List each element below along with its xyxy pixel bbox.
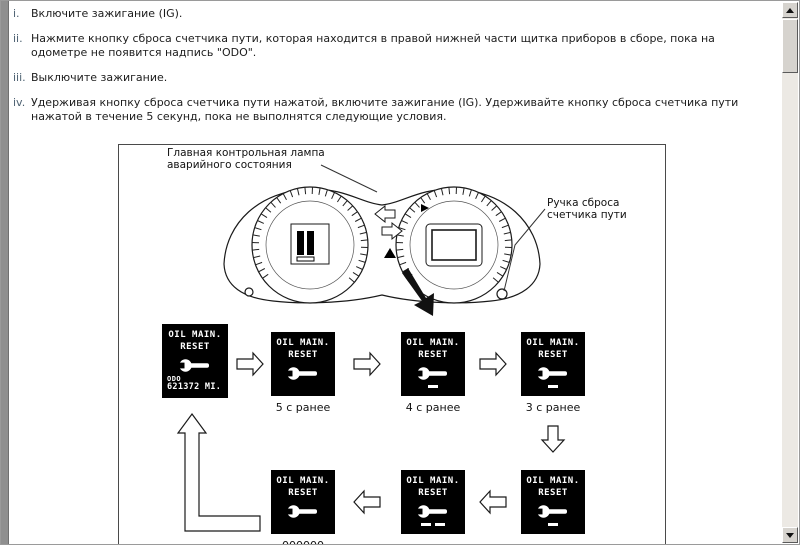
instruction-list: i. Включите зажигание (IG). ii. Нажмите … <box>13 7 765 135</box>
lcd-text: OIL MAIN. <box>168 330 222 340</box>
odo-value: 621372 MI. <box>167 382 222 392</box>
lcd-text: RESET <box>288 350 318 360</box>
right-gauge-display <box>425 223 483 267</box>
wrench-icon <box>286 367 317 380</box>
lcd-progress-marks <box>401 385 465 388</box>
lcd-text: OIL MAIN. <box>406 476 460 486</box>
flow-arrows <box>176 351 566 532</box>
left-gauge-ticks <box>252 187 368 283</box>
console-indicators <box>374 204 429 258</box>
instruction-step-4: iv. Удерживая кнопку сброса счетчика пут… <box>13 96 765 124</box>
step-marker: i. <box>13 7 20 20</box>
lcd-caption: 000000 <box>271 539 335 544</box>
wrench-icon <box>286 505 317 518</box>
step-text: Удерживая кнопку сброса счетчика пути на… <box>31 96 739 123</box>
lcd-step-4s: OIL MAIN. RESET 4 с ранее <box>401 332 465 414</box>
right-gauge-inner-ring <box>409 200 499 290</box>
left-gauge-display <box>290 223 330 265</box>
wrench-icon <box>416 367 447 380</box>
step-text: Включите зажигание (IG). <box>31 7 183 20</box>
lcd-step-1s: OIL MAIN. RESET <box>401 470 465 534</box>
lcd-step-2s: OIL MAIN. RESET <box>521 470 585 534</box>
lcd-step-3s: OIL MAIN. RESET 3 с ранее <box>521 332 585 414</box>
lcd-progress-marks <box>521 385 585 388</box>
lcd-caption: 3 с ранее <box>525 401 581 414</box>
instrument-cluster <box>223 186 541 316</box>
lcd-screen: OIL MAIN. RESET <box>271 332 335 396</box>
lcd-text: RESET <box>180 342 210 352</box>
arrow-right-1 <box>236 351 264 377</box>
callout-reset-knob: Ручка сброса счетчика пути <box>547 197 627 221</box>
lcd-text: OIL MAIN. <box>276 476 330 486</box>
arrow-down <box>540 425 566 453</box>
step-marker: ii. <box>13 32 23 45</box>
warning-triangle-icon <box>384 248 396 258</box>
wrench-icon <box>536 367 567 380</box>
lcd-text: RESET <box>538 350 568 360</box>
lcd-screen: OIL MAIN. RESET <box>521 470 585 534</box>
step-text: Нажмите кнопку сброса счетчика пути, кот… <box>31 32 715 59</box>
lcd-step-initial: OIL MAIN. RESET ODO 621372 MI. <box>162 324 228 398</box>
cluster-diagram <box>176 164 566 532</box>
lcd-progress-marks <box>401 523 465 526</box>
lcd-screen: OIL MAIN. RESET <box>521 332 585 396</box>
wrench-icon <box>416 505 447 518</box>
lcd-screen: OIL MAIN. RESET <box>271 470 335 534</box>
callout-lines <box>320 164 546 292</box>
lcd-odometer: ODO 621372 MI. <box>162 376 228 392</box>
lcd-text: OIL MAIN. <box>406 338 460 348</box>
window-left-frame <box>1 1 9 544</box>
left-gauge-inner-ring <box>265 200 355 290</box>
lcd-screen: OIL MAIN. RESET <box>401 332 465 396</box>
step-marker: iv. <box>13 96 26 109</box>
lcd-caption: 4 с ранее <box>405 401 461 414</box>
lcd-text: OIL MAIN. <box>526 476 580 486</box>
instruction-step-3: iii. Выключите зажигание. <box>13 71 765 85</box>
step-text: Выключите зажигание. <box>31 71 168 84</box>
lcd-step-complete: OIL MAIN. RESET 000000 <box>271 470 335 544</box>
lcd-text: OIL MAIN. <box>526 338 580 348</box>
instruction-step-1: i. Включите зажигание (IG). <box>13 7 765 21</box>
lcd-caption: 5 с ранее <box>275 401 331 414</box>
up-arrow-icon <box>786 7 794 13</box>
lcd-progress-marks <box>271 385 335 388</box>
pointer-arrow <box>402 268 434 316</box>
arrow-loop-up <box>176 412 261 532</box>
wrench-icon <box>178 359 209 372</box>
lcd-text: RESET <box>538 488 568 498</box>
arrow-right-3 <box>479 351 507 377</box>
callout-line: Главная контрольная лампа <box>167 147 325 159</box>
lcd-progress-marks <box>271 523 335 526</box>
callout-warning-lamp: Главная контрольная лампа аварийного сос… <box>167 147 325 171</box>
callout-line: аварийного состояния <box>167 159 292 171</box>
scroll-up-button[interactable] <box>782 2 798 18</box>
lcd-text: RESET <box>418 350 448 360</box>
lcd-screen: OIL MAIN. RESET ODO 621372 MI. <box>162 324 228 398</box>
left-knob <box>244 287 254 297</box>
callout-line: Ручка сброса <box>547 197 620 209</box>
lcd-text: RESET <box>418 488 448 498</box>
down-arrow-icon <box>786 532 794 538</box>
arrow-right-2 <box>353 351 381 377</box>
vertical-scrollbar[interactable] <box>782 2 798 543</box>
figure-panel: Главная контрольная лампа аварийного сос… <box>118 144 666 544</box>
lcd-step-5s: OIL MAIN. RESET 5 с ранее <box>271 332 335 414</box>
arrow-left-2 <box>479 489 507 515</box>
odo-label: ODO <box>167 375 182 383</box>
arrow-left-1 <box>353 489 381 515</box>
lcd-text: OIL MAIN. <box>276 338 330 348</box>
lcd-progress-marks <box>521 523 585 526</box>
lcd-screen: OIL MAIN. RESET <box>401 470 465 534</box>
wrench-icon <box>536 505 567 518</box>
lcd-text: RESET <box>288 488 318 498</box>
scrollbar-thumb[interactable] <box>782 19 798 73</box>
callout-line: счетчика пути <box>547 209 627 221</box>
instruction-step-2: ii. Нажмите кнопку сброса счетчика пути,… <box>13 32 765 60</box>
scroll-down-button[interactable] <box>782 527 798 543</box>
step-marker: iii. <box>13 71 26 84</box>
trip-reset-knob <box>496 288 508 300</box>
